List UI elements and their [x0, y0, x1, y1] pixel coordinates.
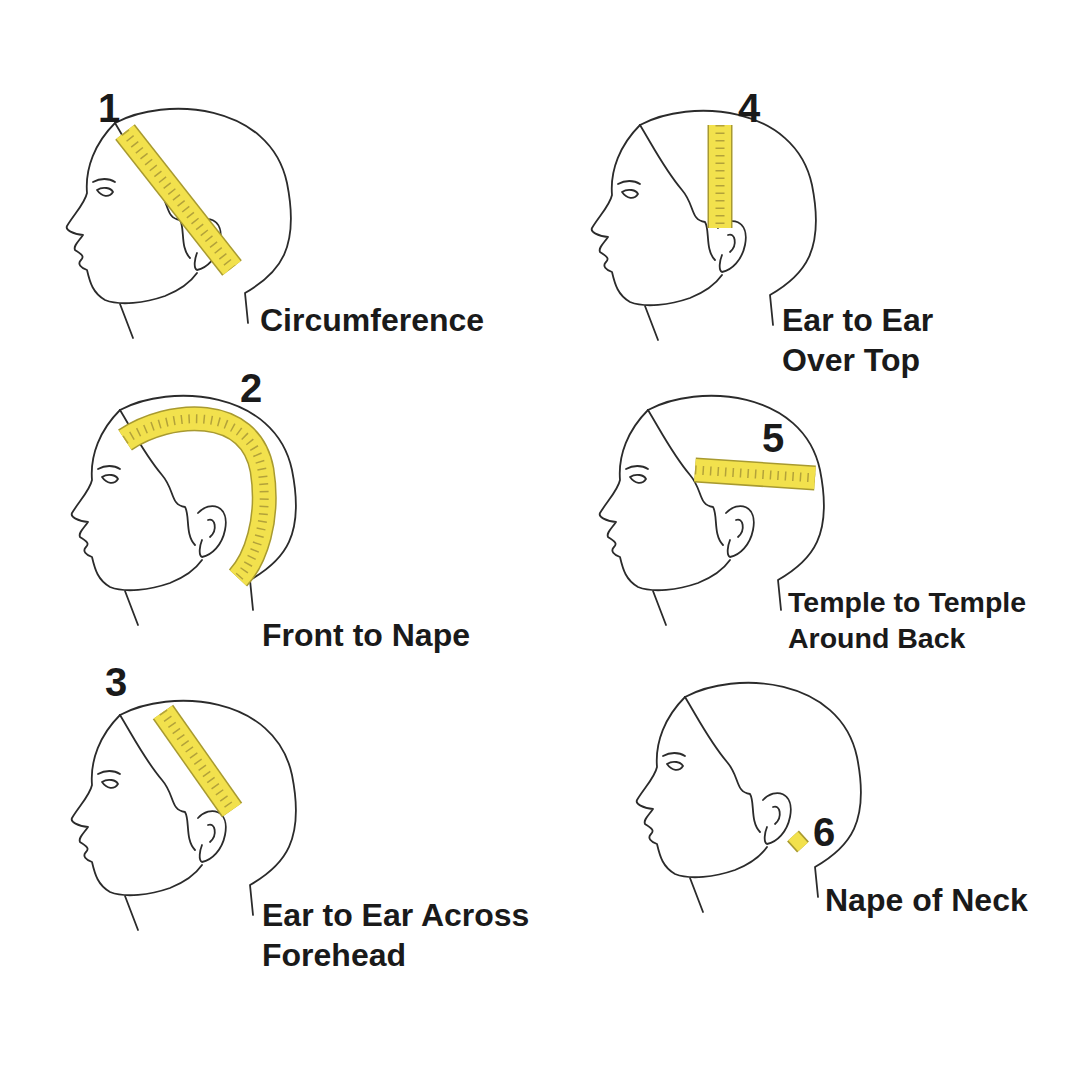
measurement-label: Ear to Ear Over Top	[782, 300, 982, 380]
measurement-label: Ear to Ear Across Forehead	[262, 895, 562, 975]
measurement-label: Temple to Temple Around Back	[788, 585, 1068, 656]
measurement-label: Nape of Neck	[825, 880, 1065, 920]
measurement-label: Circumference	[260, 300, 560, 340]
callout-number: 5	[762, 418, 784, 458]
head-outline	[637, 683, 861, 912]
measuring-tapes	[125, 125, 815, 847]
tape-measure	[125, 419, 264, 578]
head-outline	[72, 701, 296, 930]
tape-measure	[720, 125, 721, 228]
measurement-label: Front to Nape	[262, 615, 562, 655]
callout-number: 6	[813, 812, 835, 852]
callout-number: 2	[240, 368, 262, 408]
callout-number: 3	[105, 662, 127, 702]
callout-number: 1	[98, 88, 120, 128]
tape-measure	[793, 836, 803, 847]
head-outline	[67, 109, 291, 338]
tape-measure	[695, 470, 815, 478]
tape-measure	[125, 132, 232, 268]
callout-number: 4	[738, 88, 760, 128]
head-outline	[72, 396, 296, 625]
tape-measure	[163, 712, 232, 810]
